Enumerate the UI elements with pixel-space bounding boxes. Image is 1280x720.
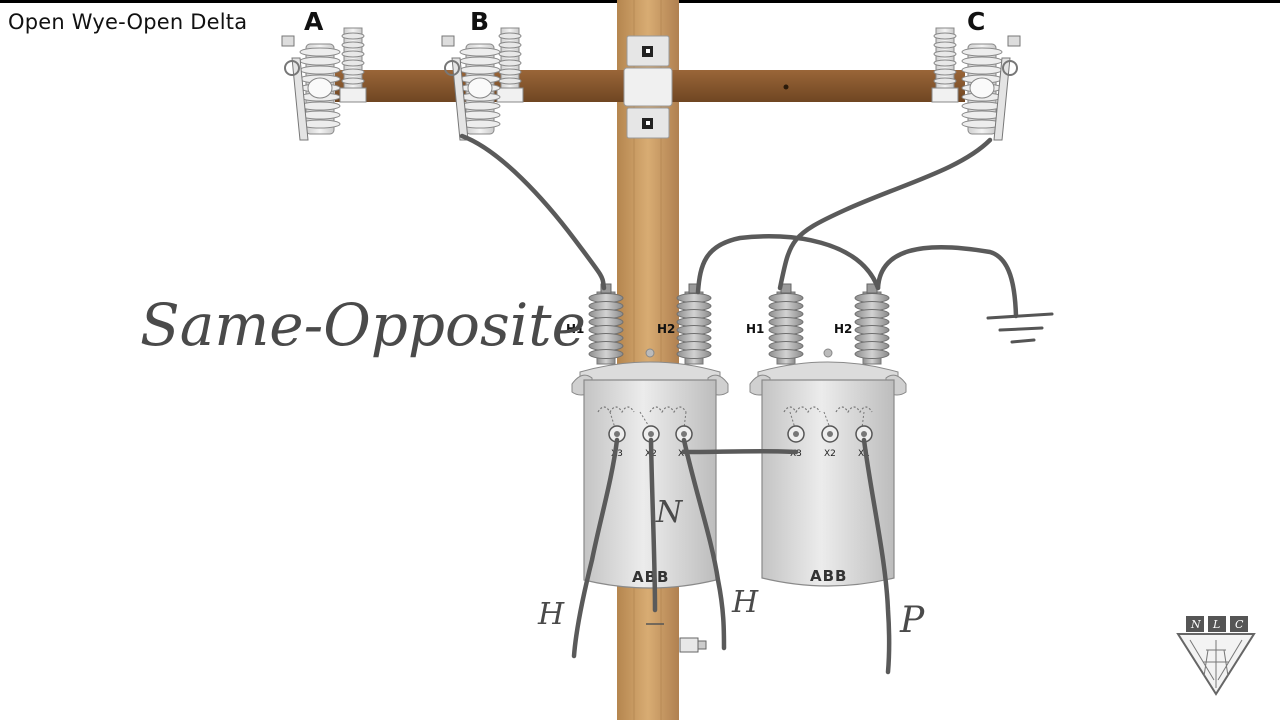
pin-insulator-a [339,27,367,103]
annotation-left-hot: H [537,597,565,632]
annotation-same-opposite: Same-Opposite [140,291,586,359]
transformer-1-h1-bushing [588,283,624,365]
phase-label-a: A [304,7,324,36]
logo-letter-c: C [1235,618,1244,631]
transformer-2-h2-bushing [854,283,890,365]
transformer-2-brand-logo: ABB [810,567,847,585]
transformer-2: X3 X2 X1 ABB H1 H2 [746,283,907,587]
wire-t2-x1-power-leg [861,437,892,675]
svg-text:X2: X2 [824,449,836,459]
diagram-title: Open Wye-Open Delta [8,10,248,34]
wire-t1-x2-service-neutral [648,437,658,613]
logo-letter-l: L [1212,618,1220,631]
wiring [459,133,1019,675]
annotation-neutral: N [655,495,684,530]
transformer-2-h2-label: H2 [834,322,852,336]
wire-t2-h2-to-ground [875,245,1019,319]
transformer-2-h1-bushing [768,283,804,365]
ground-symbol [986,312,1054,344]
wire-t1-x1-to-t2-x3 [681,448,799,455]
pin-insulator-c [931,27,959,103]
wire-phase-b-to-t1-h1 [459,133,607,291]
fused-cutout-b [441,35,501,141]
transformer-1-brand-logo: ABB [632,568,669,586]
transformer-1-h2-bushing [676,283,712,365]
ground-clamp [679,637,707,653]
phase-label-b: B [470,7,489,36]
annotation-right-hot: H [731,585,759,620]
wire-t1-h2-to-t2-h2 [695,234,881,295]
phase-label-c: C [967,7,985,36]
transformer-2-h1-label: H1 [746,322,764,336]
transformer-1-h1-label: H1 [566,322,584,336]
transformer-1-h2-label: H2 [657,322,675,336]
nlc-logo: N L C [1176,616,1256,696]
annotation-power-leg: P [899,600,925,641]
fused-cutout-c [961,35,1021,141]
fused-cutout-a [281,35,341,141]
pin-insulator-b [496,27,524,103]
wire-t1-x1-service-hot [681,437,727,651]
crossarm-bracket [623,35,673,139]
wire-t1-x3-service-hot [571,437,620,659]
transformer-2-terminal-x2: X2 [821,425,839,459]
wire-phase-c-to-t2-h1 [777,137,993,291]
logo-letter-n: N [1190,618,1201,631]
